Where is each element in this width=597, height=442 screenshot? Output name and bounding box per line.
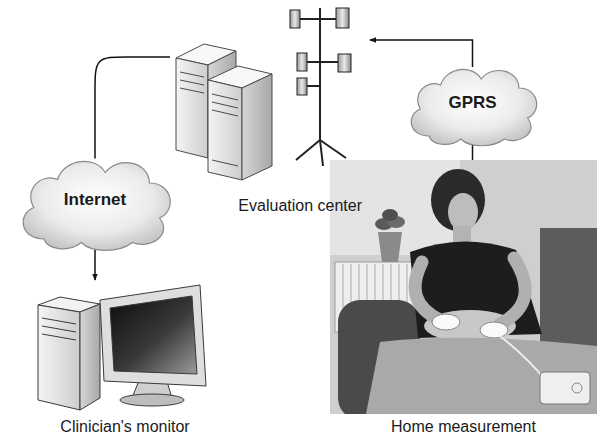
illustration-part xyxy=(480,322,508,338)
illustration-part xyxy=(110,296,197,374)
illustration-part xyxy=(336,8,349,28)
illustration-part xyxy=(431,169,485,231)
illustration-part xyxy=(212,110,238,116)
illustration-part xyxy=(319,8,321,142)
home-photo xyxy=(330,160,597,414)
connector-line xyxy=(95,57,170,159)
illustration-part xyxy=(180,88,204,93)
illustration-part xyxy=(120,394,184,406)
illustration-part xyxy=(298,18,338,20)
node-label: Home measurement xyxy=(391,417,536,436)
illustration-part xyxy=(305,61,340,63)
illustration-part xyxy=(38,305,80,410)
illustration-part xyxy=(415,262,440,320)
illustration-part xyxy=(320,140,323,166)
illustration-part xyxy=(448,193,478,231)
illustration-part xyxy=(540,228,597,358)
illustration-part xyxy=(180,80,204,85)
illustration-part xyxy=(42,318,76,324)
illustration-part xyxy=(176,58,208,158)
network-cloud: GPRS xyxy=(400,58,545,148)
illustration-part xyxy=(382,209,398,221)
illustration-part xyxy=(500,258,525,324)
network-cloud: Internet xyxy=(10,148,180,253)
computer-illustration xyxy=(38,285,206,410)
server-node: Evaluation center xyxy=(170,5,370,217)
computer-node: Clinician's monitor xyxy=(25,280,225,438)
home-node: Home measurement xyxy=(330,160,597,438)
connector-line xyxy=(370,40,473,67)
node-label: Evaluation center xyxy=(238,196,362,215)
illustration-part xyxy=(80,304,100,410)
cloud-shape xyxy=(23,161,170,250)
illustration-part xyxy=(296,140,320,160)
illustration-part xyxy=(453,226,471,242)
node-label: Internet xyxy=(64,190,126,210)
illustration-part xyxy=(208,80,242,180)
connector-line xyxy=(472,144,474,161)
illustration-part xyxy=(500,336,545,380)
node-label: Clinician's monitor xyxy=(60,417,189,436)
illustration-part xyxy=(100,285,206,386)
connector-line xyxy=(94,249,96,280)
server-towers xyxy=(176,44,272,180)
illustration-part xyxy=(212,102,238,108)
illustration-part xyxy=(212,94,238,100)
illustration-part xyxy=(540,372,590,404)
illustration-part xyxy=(297,78,307,95)
illustration-part xyxy=(212,160,238,166)
illustration-part xyxy=(378,232,402,262)
illustration-part xyxy=(297,53,307,71)
illustration-part xyxy=(572,383,582,393)
illustration-part xyxy=(366,338,597,414)
antenna-mast xyxy=(290,8,351,166)
illustration-part xyxy=(432,314,460,330)
illustration-part xyxy=(338,54,351,72)
illustration-part xyxy=(290,10,300,28)
illustration-part xyxy=(242,74,272,180)
illustration-part xyxy=(42,334,76,340)
illustration-part xyxy=(180,72,204,77)
illustration-part xyxy=(320,140,346,158)
node-label: GPRS xyxy=(448,93,496,113)
cloud-shape xyxy=(411,69,536,145)
illustration-part xyxy=(42,326,76,332)
